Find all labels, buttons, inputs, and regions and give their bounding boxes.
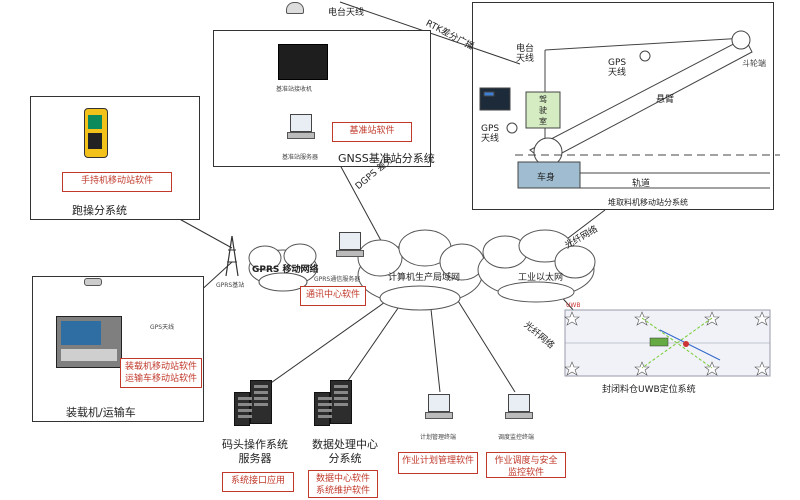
dispatch-software-box: 作业调度与安全 监控软件	[486, 452, 566, 478]
base-station-software-box: 基准站软件	[332, 122, 412, 142]
dock-server-tower-icon	[250, 380, 272, 424]
planning-terminal-icon	[425, 394, 453, 419]
stacker-diagram	[479, 30, 780, 189]
gprs-server-icon	[336, 232, 364, 257]
radio-antenna-label: 电台天线	[328, 8, 365, 18]
receiver-device-icon	[278, 44, 328, 80]
lan-cloud-label: 计算机生产局域网	[388, 273, 461, 283]
dock-server-title: 码头操作系统 服务器	[222, 438, 288, 465]
server-label: 基准站服务器	[282, 154, 319, 161]
stacker-radio-antenna-label: 电台 天线	[516, 44, 535, 64]
loader-antenna-icon	[84, 278, 102, 286]
planning-software-box: 作业计划管理软件	[398, 452, 478, 474]
receiver-label: 基准站接收机	[276, 86, 313, 93]
stacker-subsystem-title: 堆取料机移动站分系统	[608, 198, 688, 207]
lan-cloud-shape	[357, 229, 485, 311]
uwb-system-title: 封闭料仓UWB定位系统	[602, 385, 696, 395]
antenna-dome-icon	[286, 2, 304, 14]
server-computer-icon	[287, 114, 315, 139]
boom-label: 悬臂	[656, 95, 675, 105]
stacker-gps-antenna-label: GPS 天线	[608, 58, 627, 78]
uwb-warehouse-diagram	[564, 309, 771, 377]
bucket-wheel-label: 斗轮端	[742, 59, 766, 68]
gprs-tower-icon	[225, 235, 239, 277]
loader-software-box: 装载机移动站软件 运输车移动站软件	[120, 358, 202, 388]
vehicle-body-label: 车身	[537, 173, 556, 183]
vehicle-terminal-icon	[56, 316, 122, 368]
handheld-subsystem-title: 跑操分系统	[72, 204, 127, 217]
ethernet-cloud-label: 工业以太网	[518, 273, 564, 283]
loader-subsystem-title: 装载机/运输车	[66, 406, 136, 419]
cab-gps-antenna-label: GPS 天线	[481, 124, 500, 144]
track-label: 轨道	[632, 179, 651, 189]
gprs-server-label: GPRS通信服务器	[314, 276, 361, 283]
comm-center-software-box: 通讯中心软件	[300, 286, 366, 306]
gprs-cloud-label: GPRS 移动网络	[252, 265, 319, 275]
handheld-device-icon	[84, 108, 108, 158]
handheld-subsystem-box	[30, 96, 200, 220]
stacker-subsystem-box	[472, 2, 774, 210]
handheld-software-box: 手持机移动站软件	[62, 172, 172, 192]
data-center-tower-icon-2	[314, 392, 332, 426]
dispatch-terminal-label: 调度监控终端	[498, 434, 535, 441]
dock-server-tower-icon-2	[234, 392, 252, 426]
dispatch-terminal-icon	[505, 394, 533, 419]
data-center-software-box: 数据中心软件 系统维护软件	[308, 470, 378, 498]
gprs-cloud-shape	[248, 243, 318, 292]
gnss-subsystem-title: GNSS基准站分系统	[338, 152, 435, 165]
planning-terminal-label: 计划管理终端	[420, 434, 457, 441]
ethernet-cloud-shape	[477, 229, 596, 303]
gprs-base-label: GPRS基站	[216, 282, 245, 289]
dock-interface-software-box: 系统接口应用	[222, 472, 294, 492]
cab-label: 驾 驶 室	[539, 95, 547, 126]
uwb-header-label: UWB	[566, 302, 581, 309]
loader-gps-antenna-label: GPS天线	[150, 324, 175, 331]
data-center-title: 数据处理中心 分系统	[312, 438, 378, 465]
data-center-tower-icon	[330, 380, 352, 424]
